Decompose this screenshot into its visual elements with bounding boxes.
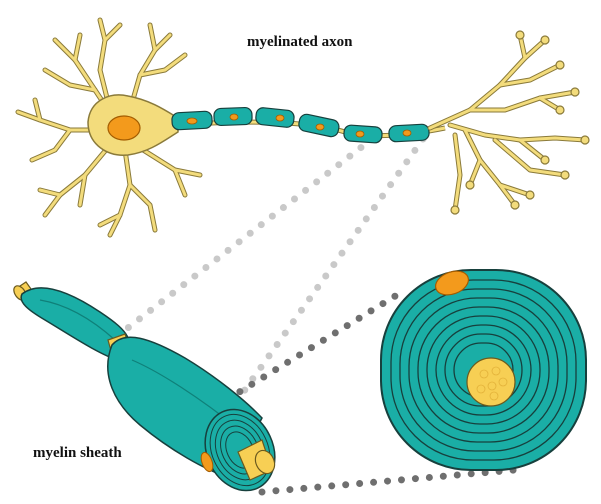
- myelin-segments: [172, 107, 430, 143]
- guide-dots-lower-upper: [228, 290, 405, 399]
- guide-dots-upper-left: [120, 139, 372, 334]
- myelin-cross-section: [381, 267, 586, 470]
- cell-nucleus: [108, 116, 140, 140]
- diagram-title: myelinated axon: [247, 34, 352, 51]
- myelin-segment: [255, 107, 295, 128]
- neuron: [18, 20, 589, 235]
- myelin-sheath-label: myelin sheath: [33, 445, 122, 462]
- guide-dots-lower-bottom: [262, 470, 515, 492]
- terminal-boutons: [451, 31, 589, 214]
